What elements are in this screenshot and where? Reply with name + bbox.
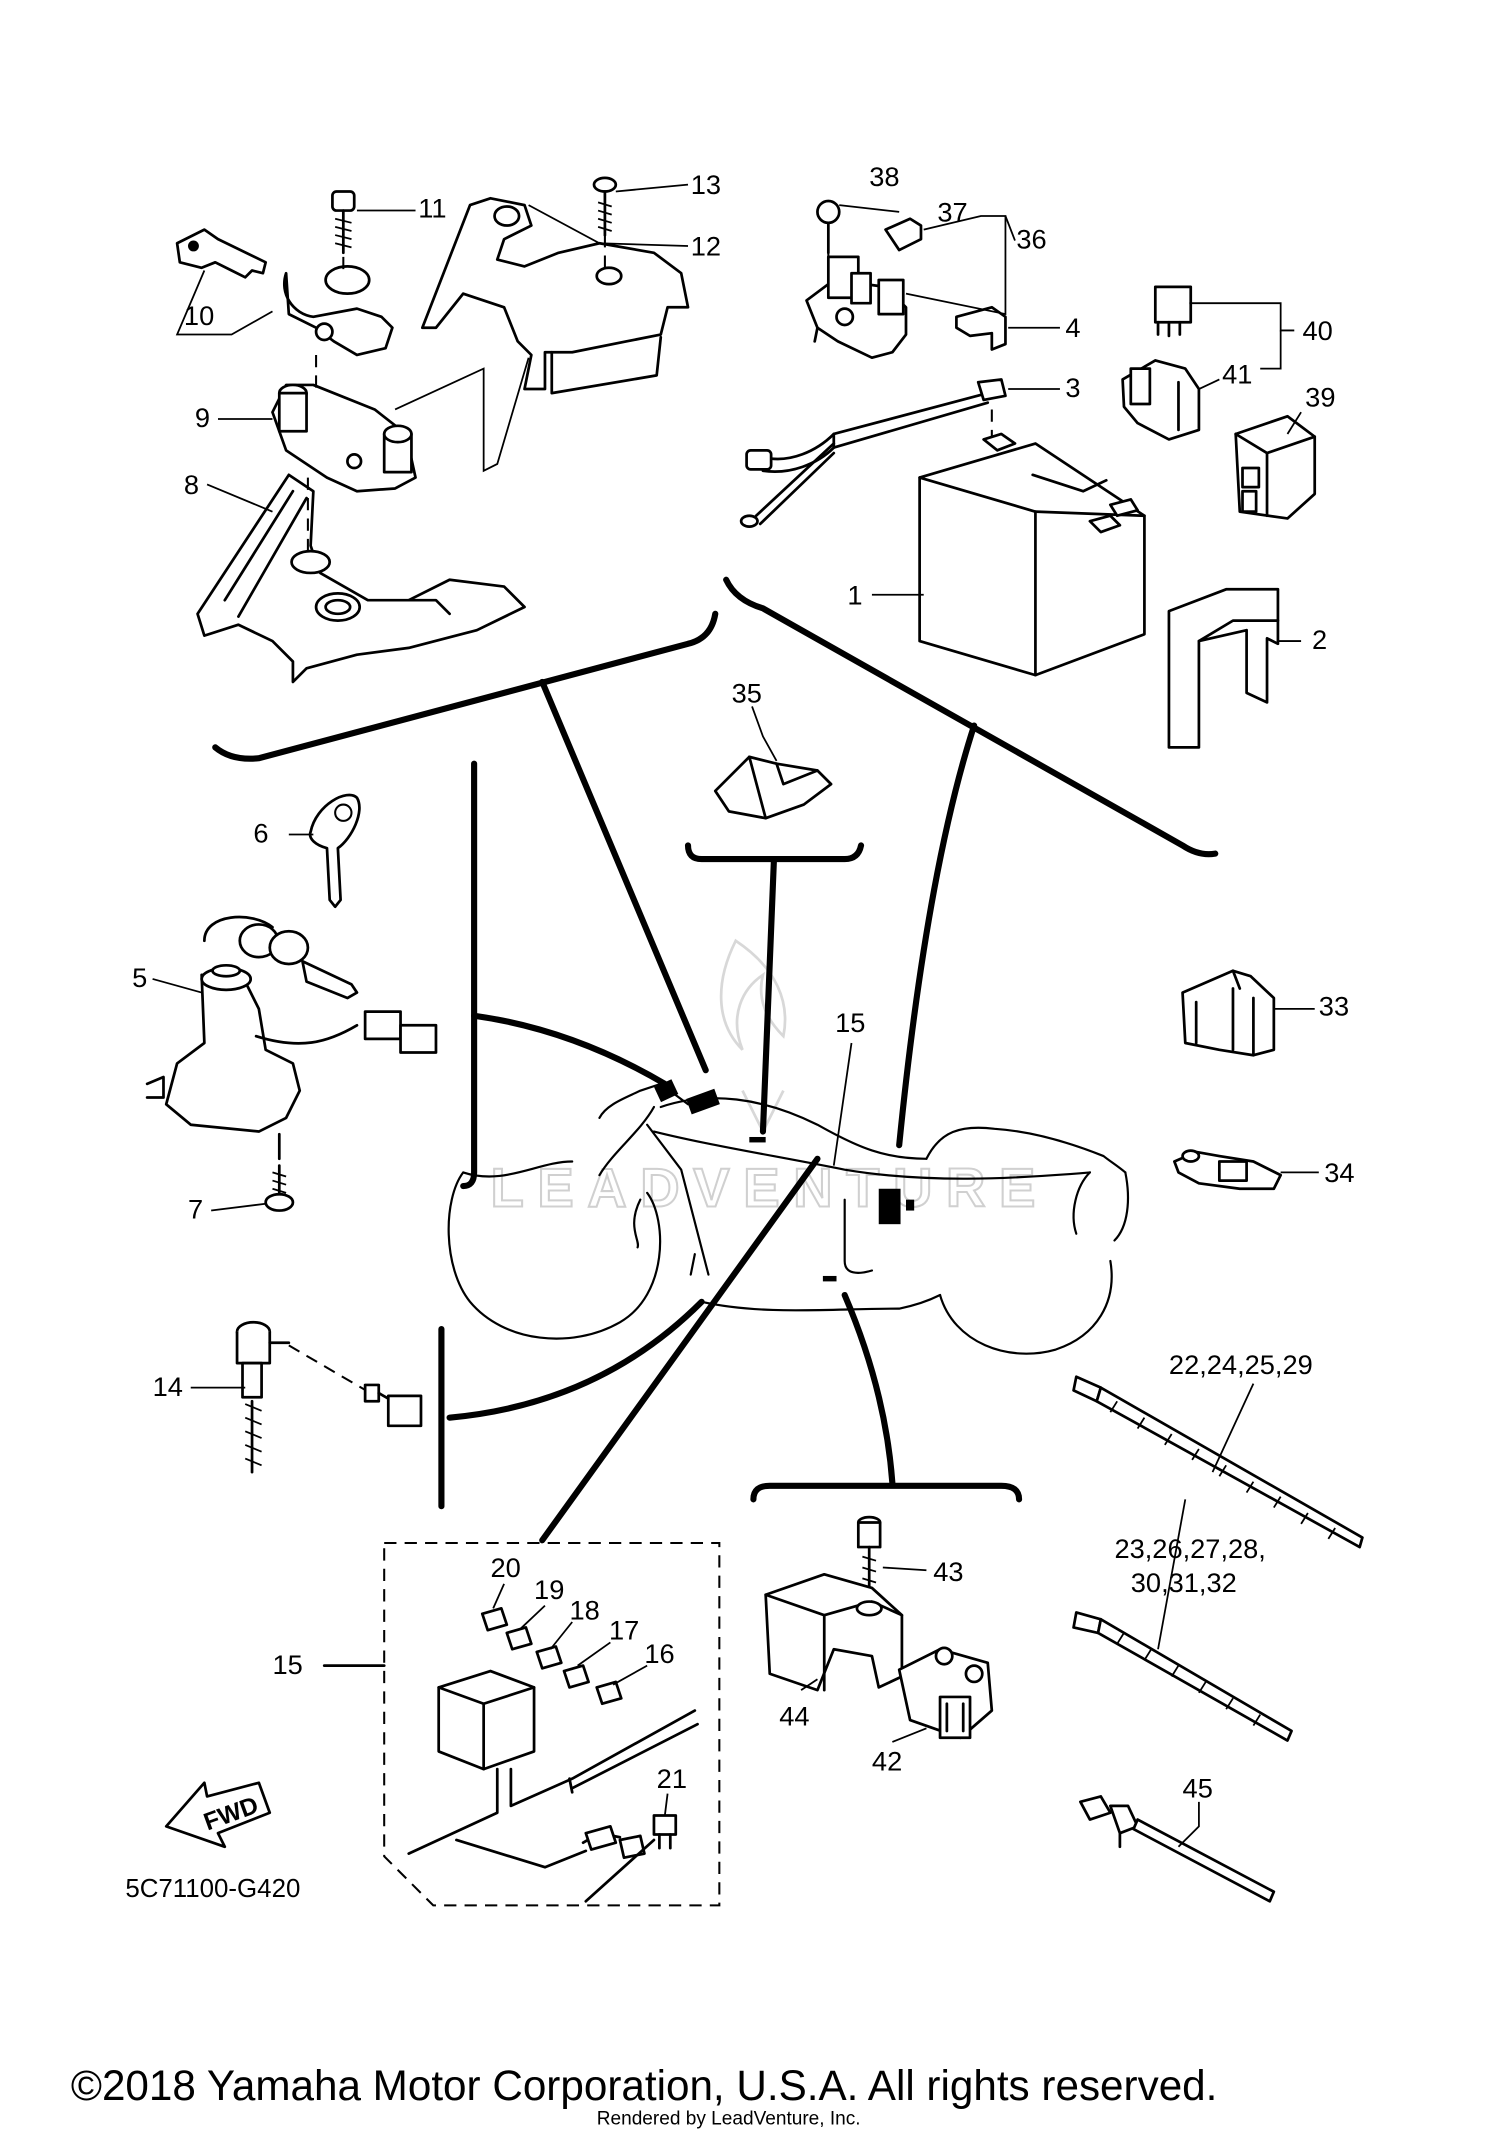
label-1: 1 [847, 579, 862, 610]
part-5-main-switch [145, 915, 438, 1161]
label-17: 17 [609, 1615, 639, 1646]
part-36-starter-relay [805, 255, 908, 360]
part-3-cable [739, 378, 1007, 528]
part-39-unit [1234, 414, 1317, 520]
part-34-holder [1173, 1149, 1283, 1191]
part-42-coupler [897, 1646, 994, 1740]
group-brackets [212, 576, 1219, 1544]
label-9: 9 [195, 402, 210, 433]
part-11-bolt [331, 190, 356, 255]
harness-detail-box [322, 1541, 721, 1907]
label-44: 44 [779, 1701, 809, 1732]
part-9-bracket [271, 383, 417, 493]
label-41: 41 [1222, 359, 1252, 390]
part-1-battery [918, 409, 1146, 677]
label-42: 42 [872, 1745, 902, 1776]
label-38: 38 [869, 161, 899, 192]
cable-tie-1 [1072, 1375, 1364, 1549]
label-11: 11 [418, 192, 446, 223]
label-37: 37 [937, 196, 967, 227]
label-19: 19 [534, 1574, 564, 1605]
label-6: 6 [253, 818, 268, 849]
part-21-connector [652, 1814, 678, 1850]
diagram-code: 5C71100-G420 [125, 1875, 300, 1903]
label-15-box: 15 [272, 1649, 302, 1680]
part-33-holder [1181, 969, 1276, 1057]
label-18: 18 [569, 1594, 599, 1625]
leadventure-watermark: LEADVENTURE [489, 938, 1049, 1219]
part-7-screw [264, 1164, 295, 1212]
label-39: 39 [1305, 382, 1335, 413]
label-20: 20 [490, 1552, 520, 1583]
label-12: 12 [691, 231, 721, 262]
label-7: 7 [188, 1194, 203, 1225]
label-35: 35 [732, 677, 762, 708]
copyright-text: ©2018 Yamaha Motor Corporation, U.S.A. A… [71, 2062, 1218, 2109]
part-41-relay-socket [1121, 359, 1201, 441]
part-40-relay [1153, 285, 1193, 338]
label-23-26-27-28: 23,26,27,28, [1114, 1533, 1265, 1564]
leader-lines [152, 183, 1319, 1848]
label-14: 14 [153, 1371, 183, 1402]
label-21: 21 [657, 1763, 687, 1794]
top-left-dashed-guides [306, 235, 606, 553]
part-labels: 11 13 12 10 9 8 38 37 36 4 3 40 41 39 1 … [125, 161, 1354, 1903]
part-12-cover [420, 196, 690, 395]
label-22-24-25-29: 22,24,25,29 [1169, 1349, 1313, 1380]
rendered-by-text: Rendered by LeadVenture, Inc. [597, 2109, 861, 2130]
part-4-terminal-cover [955, 305, 1007, 351]
part-15-wire-harness [407, 1669, 699, 1903]
label-5: 5 [132, 962, 147, 993]
label-45: 45 [1183, 1773, 1213, 1804]
watermark-text: LEADVENTURE [490, 1157, 1049, 1218]
cable-tie-45 [1079, 1795, 1276, 1903]
part-35-clamp [713, 755, 833, 820]
label-15-bike: 15 [835, 1007, 865, 1038]
label-30-31-32: 30,31,32 [1131, 1567, 1237, 1598]
label-33: 33 [1319, 991, 1349, 1022]
label-40: 40 [1302, 315, 1332, 346]
label-34: 34 [1324, 1157, 1354, 1188]
label-36: 36 [1016, 224, 1046, 255]
part-43-bolt [856, 1515, 882, 1590]
fwd-arrow: FWD [164, 1781, 272, 1849]
label-3: 3 [1065, 372, 1080, 403]
part-10-switch-body [283, 265, 394, 357]
label-13: 13 [691, 169, 721, 200]
part-8-handlebar-holder [196, 473, 526, 684]
label-4: 4 [1065, 312, 1080, 343]
part-37-fuse [884, 217, 923, 252]
cable-tie-2 [1072, 1611, 1293, 1742]
motorcycle-outline [447, 1079, 1130, 1355]
part-10-key [175, 228, 268, 279]
label-10: 10 [184, 300, 214, 331]
label-43: 43 [933, 1556, 963, 1587]
part-16-20-fuses [480, 1607, 623, 1706]
label-2: 2 [1312, 624, 1327, 655]
part-13-screw [592, 176, 618, 237]
footer: ©2018 Yamaha Motor Corporation, U.S.A. A… [71, 2062, 1218, 2130]
part-2-battery-band [1167, 587, 1280, 749]
label-8: 8 [184, 469, 199, 500]
label-16: 16 [644, 1638, 674, 1669]
part-44-cover [764, 1572, 904, 1692]
part-14-switch [235, 1320, 423, 1474]
part-6-key [308, 793, 361, 909]
